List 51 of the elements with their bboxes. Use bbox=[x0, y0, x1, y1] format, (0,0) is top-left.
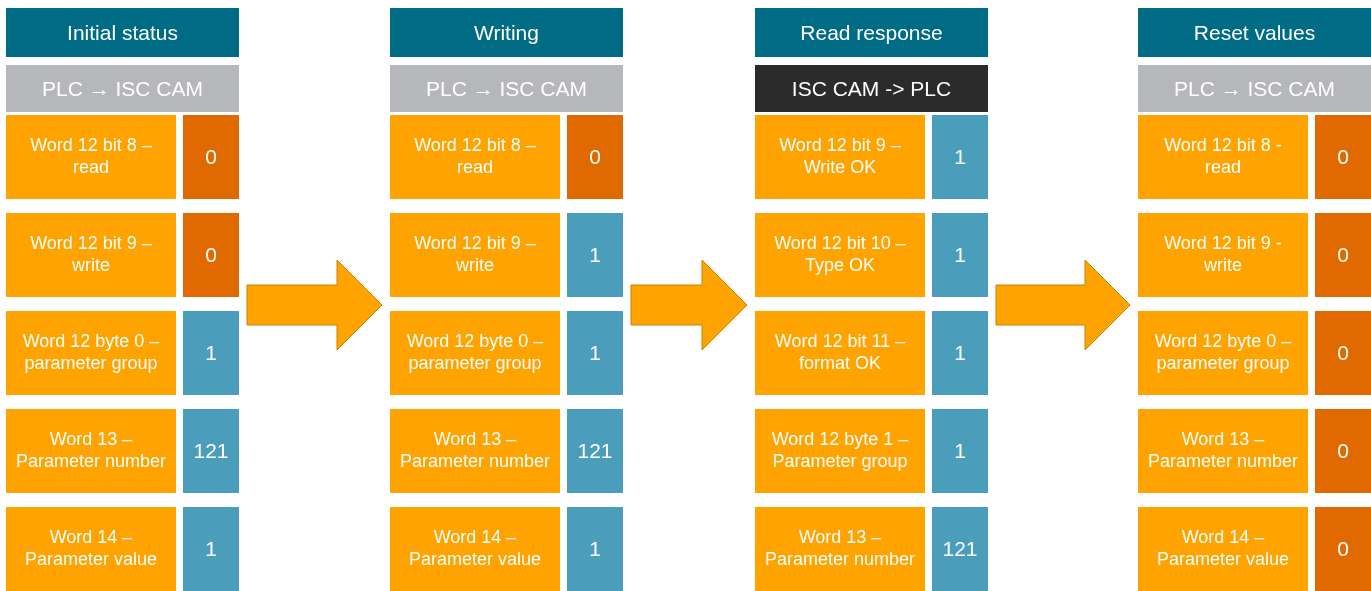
field-box: Word 12 bit 8 – read bbox=[6, 115, 176, 199]
field-box: Word 13 – Parameter number bbox=[1138, 409, 1308, 493]
field-box: Word 14 – Parameter value bbox=[1138, 507, 1308, 591]
value-box: 1 bbox=[932, 213, 988, 297]
block-arrow bbox=[630, 259, 748, 351]
value-box: 121 bbox=[567, 409, 623, 493]
value-box: 1 bbox=[567, 311, 623, 395]
header-box: Initial status bbox=[6, 8, 239, 57]
value-box: 0 bbox=[1315, 409, 1371, 493]
value-box: 0 bbox=[1315, 507, 1371, 591]
value-box: 1 bbox=[183, 311, 239, 395]
value-box: 0 bbox=[1315, 311, 1371, 395]
value-box: 1 bbox=[183, 507, 239, 591]
value-box: 0 bbox=[1315, 115, 1371, 199]
direction-box: PLC → ISC CAM bbox=[390, 65, 623, 112]
value-box: 1 bbox=[932, 409, 988, 493]
header-box: Read response bbox=[755, 8, 988, 57]
field-box: Word 12 byte 0 – parameter group bbox=[6, 311, 176, 395]
value-box: 121 bbox=[183, 409, 239, 493]
value-box: 1 bbox=[567, 507, 623, 591]
value-box: 1 bbox=[932, 115, 988, 199]
field-box: Word 12 byte 1 – Parameter group bbox=[755, 409, 925, 493]
direction-box: PLC → ISC CAM bbox=[1138, 65, 1371, 112]
field-box: Word 13 – Parameter number bbox=[6, 409, 176, 493]
field-box: Word 13 – Parameter number bbox=[390, 409, 560, 493]
value-box: 0 bbox=[183, 115, 239, 199]
value-box: 1 bbox=[932, 311, 988, 395]
block-arrow bbox=[995, 259, 1131, 351]
field-box: Word 12 bit 9 – write bbox=[390, 213, 560, 297]
field-box: Word 12 bit 9 - write bbox=[1138, 213, 1308, 297]
value-box: 1 bbox=[567, 213, 623, 297]
direction-box: PLC → ISC CAM bbox=[6, 65, 239, 112]
header-box: Writing bbox=[390, 8, 623, 57]
value-box: 0 bbox=[567, 115, 623, 199]
field-box: Word 12 byte 0 – parameter group bbox=[390, 311, 560, 395]
value-box: 0 bbox=[1315, 213, 1371, 297]
field-box: Word 12 bit 9 – Write OK bbox=[755, 115, 925, 199]
field-box: Word 12 bit 8 – read bbox=[390, 115, 560, 199]
field-box: Word 14 – Parameter value bbox=[390, 507, 560, 591]
field-box: Word 12 bit 8 - read bbox=[1138, 115, 1308, 199]
header-box: Reset values bbox=[1138, 8, 1371, 57]
direction-box: ISC CAM -> PLC bbox=[755, 65, 988, 112]
value-box: 0 bbox=[183, 213, 239, 297]
value-box: 121 bbox=[932, 507, 988, 591]
field-box: Word 13 – Parameter number bbox=[755, 507, 925, 591]
field-box: Word 12 bit 9 – write bbox=[6, 213, 176, 297]
field-box: Word 12 byte 0 – parameter group bbox=[1138, 311, 1308, 395]
field-box: Word 14 – Parameter value bbox=[6, 507, 176, 591]
block-arrow bbox=[246, 259, 383, 351]
field-box: Word 12 bit 10 – Type OK bbox=[755, 213, 925, 297]
field-box: Word 12 bit 11 – format OK bbox=[755, 311, 925, 395]
